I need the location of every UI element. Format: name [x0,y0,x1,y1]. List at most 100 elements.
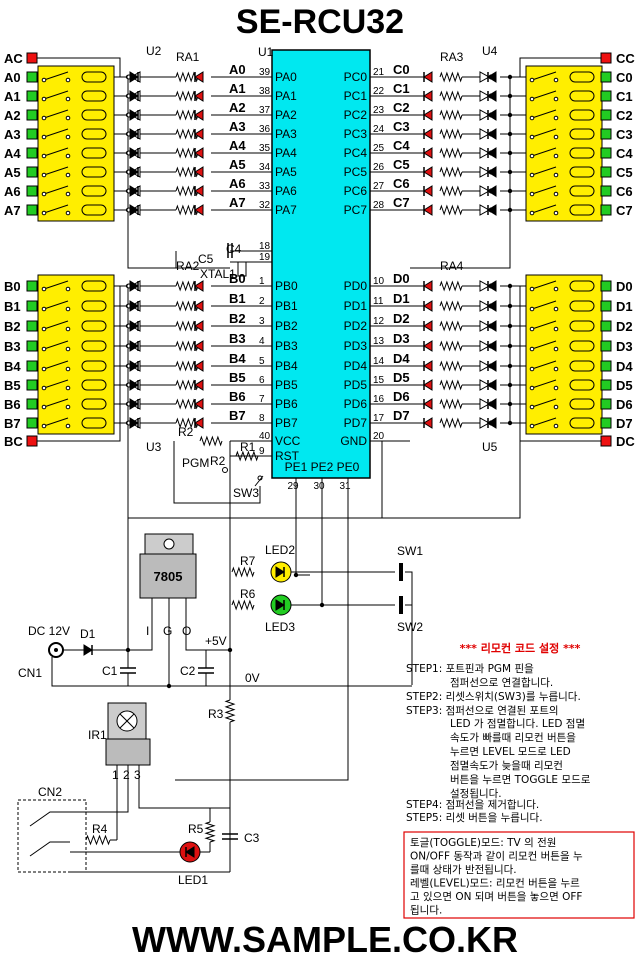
r6-resistor [231,599,255,611]
connector-pin [26,379,38,391]
contact-point [553,191,559,197]
led1-label: LED1 [178,873,208,887]
led2-label: LED2 [265,543,295,557]
junction [507,74,513,80]
sw2-icon [399,596,403,614]
led3-label: LED3 [265,620,295,634]
contact-point [529,366,535,372]
contact-point [553,423,559,429]
note-step: 버튼을 누르면 TOGGLE 모드로 [450,774,591,786]
connector-label: D6 [616,397,633,412]
relay-block [37,65,115,222]
c1-label: C1 [102,664,118,678]
relay-coil-icon [569,300,595,312]
relay-coil-icon [81,109,107,121]
connector-pin [26,109,38,121]
regulator-hole [163,538,175,550]
connector-label: D4 [616,359,633,374]
relay-coil-icon [569,90,595,102]
note-step: STEP4: 점퍼선을 제거합니다. [406,799,539,811]
driver-diode-icon [129,147,139,159]
net-label: D0 [393,271,410,286]
indicator-led-icon [194,147,204,159]
mode-note-box [403,831,635,919]
pin-name: VCC [275,434,301,448]
r7-label: R7 [240,554,256,568]
connector-pin [26,166,38,178]
contact-point [529,385,535,391]
relay-contact-icon [43,128,69,138]
driver-diode-icon [129,90,139,102]
net-label: C3 [393,119,410,134]
driver-diode-icon [487,300,497,312]
relay-coil-icon [81,320,107,332]
connector-pin [600,147,612,159]
contact-point [529,326,535,332]
relay-contact-icon [531,185,557,195]
pin-number: 34 [259,162,271,173]
connector-label: B6 [4,397,21,412]
ir-pin-label: 1 [112,768,119,782]
connector-label: D3 [616,339,633,354]
common-wire [37,57,121,77]
indicator-led-icon [194,379,204,391]
bus-link [127,210,230,269]
indicator-led-icon [423,185,433,197]
relay-contact-icon [531,147,557,157]
driver-diode-icon [129,417,139,429]
indicator-led-icon [423,90,433,102]
pin-number: 8 [259,413,265,424]
led1-symbol [185,846,195,858]
pe1-wire [295,478,310,576]
driver-label: U4 [482,44,498,58]
driver-diode-icon [129,128,139,140]
relay-contact-icon [43,185,69,195]
resistor-array-element [439,320,463,332]
reg-o-label: O [182,624,191,638]
connector-pin [600,280,612,292]
mode-note-line: 고 있으면 ON 되며 버튼을 놓으면 OFF [410,891,582,903]
indicator-led-icon [194,166,204,178]
contact-point [65,77,71,83]
vout-wire [185,640,230,651]
driver-diode-icon [487,109,497,121]
pin-name: PA1 [275,89,297,103]
relay-contact-icon [43,147,69,157]
cn2-label: CN2 [38,785,62,799]
connector-pin [26,398,38,410]
driver-diode-icon [129,109,139,121]
r4-resistor [85,834,111,846]
junction [507,283,513,289]
relay-coil-icon [569,360,595,372]
contact-point [529,286,535,292]
chip-label: U1 [258,45,274,59]
connector-pin [600,128,612,140]
pin-name: PC1 [344,89,368,103]
junction [507,93,513,99]
connector-pin [26,417,38,429]
net-label: B7 [229,408,246,423]
contact-point [553,210,559,216]
net-label: B0 [229,271,246,286]
driver-diode-icon [487,360,497,372]
connector-pin [26,340,38,352]
ir-receiver-base [105,738,151,766]
driver-diode-icon [487,379,497,391]
connector-label: A5 [4,165,21,180]
net-label: C7 [393,195,410,210]
ir-out [138,800,230,809]
pin-number: 36 [259,124,271,135]
relay-coil-icon [81,360,107,372]
pin-number: 25 [373,143,385,154]
net-label: C5 [393,157,410,172]
c2-label: C2 [180,664,196,678]
connector-label: D1 [616,299,633,314]
relay-contact-icon [531,379,557,389]
connector-label: BC [4,434,23,449]
contact-point [553,326,559,332]
contact-point [529,191,535,197]
connector-pin [600,300,612,312]
contact-point [65,346,71,352]
d1-label: D1 [80,627,96,641]
